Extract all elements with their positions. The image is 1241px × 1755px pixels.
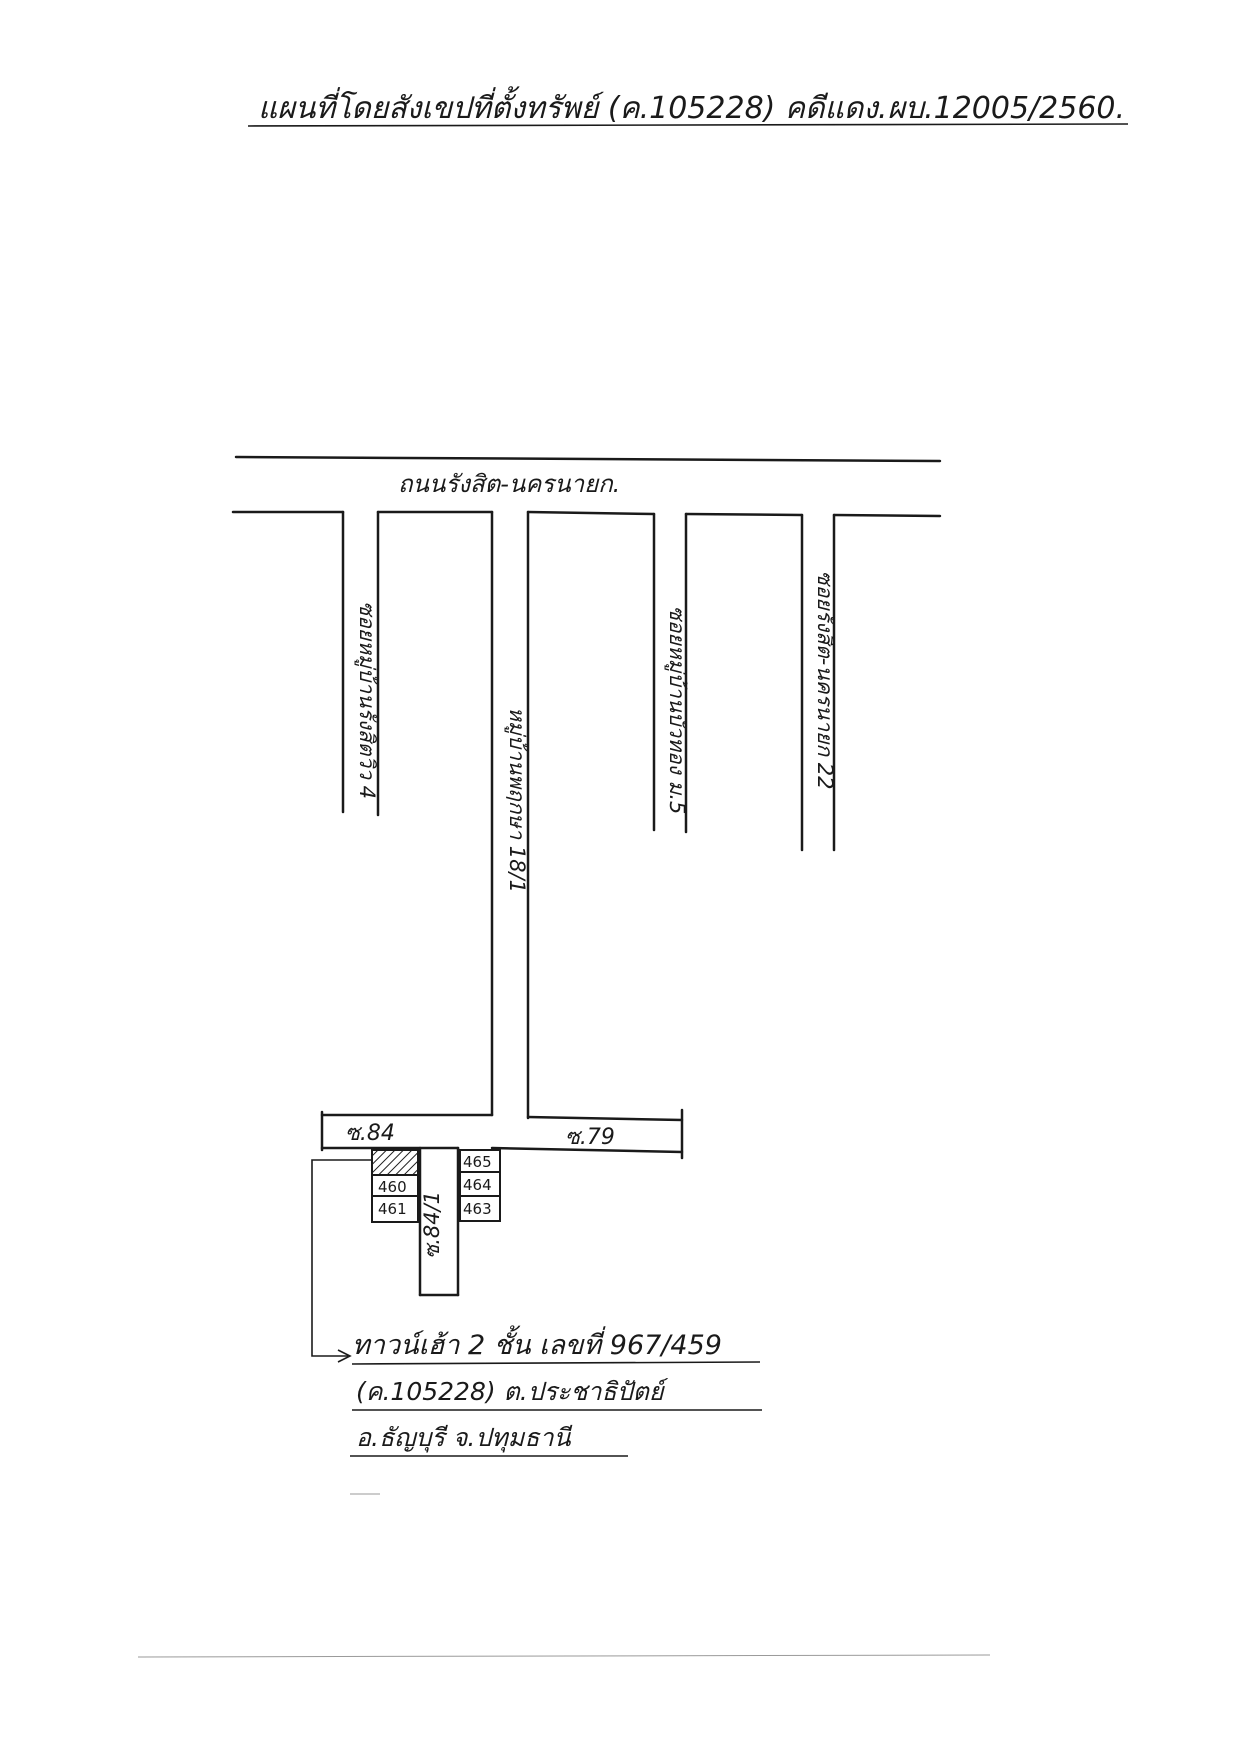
plot-465-label: 465 [463,1153,492,1171]
plot-464-label: 464 [463,1176,492,1194]
main-road [231,455,942,518]
plots-left [371,1149,419,1223]
plot-463-label: 463 [463,1200,492,1218]
soi-4 [800,513,836,852]
alley-horizontal [320,1108,684,1160]
bottom-rule [137,1654,991,1658]
plot-460-label: 460 [378,1178,407,1196]
main-road-label: ถนนรังสิต-นครนายก. [398,470,620,498]
plot-461-label: 461 [378,1200,407,1218]
soi-3 [652,512,688,834]
plot-461 [371,1195,419,1223]
plot-463 [459,1195,501,1222]
pointer-arrow [337,1349,352,1363]
note-line-2: (ค.105228) ต.ประชาธิปัตย์ [356,1377,668,1406]
target-plot [371,1149,419,1176]
soi-1 [341,510,380,817]
soi-3-label: ซอยหมู่บ้านบัวทอง ม.5 [664,606,689,815]
plots-right [459,1149,501,1222]
note-line-3: อ.ธัญบุรี จ.ปทุมธานี [356,1423,573,1453]
soi-4-label: ซอยรังสิต-นครนายก 22 [813,571,837,790]
alley-branch [418,1146,460,1297]
alley-branch-label: ซ.84/1 [420,1191,444,1259]
soi-2-label: หมู่บ้านพฤกษา 18/1 [504,707,529,893]
map-title: แผนที่โดยสังเขปที่ตั้งทรัพย์ (ค.105228) … [258,86,1125,126]
alley-right-label: ซ.79 [565,1125,615,1150]
note-line-1: ทาวน์เฮ้า 2 ชั้น เลขที่ 967/459 [352,1325,722,1361]
title-underline [247,123,1129,127]
pointer-line [311,1159,372,1357]
soi-2 [490,510,530,1120]
note-underline-1 [351,1361,761,1365]
alley-left-label: ซ.84 [345,1121,395,1146]
soi-1-label: ซอยหมู่บ้านรังสิตวิว 4 [354,601,379,799]
